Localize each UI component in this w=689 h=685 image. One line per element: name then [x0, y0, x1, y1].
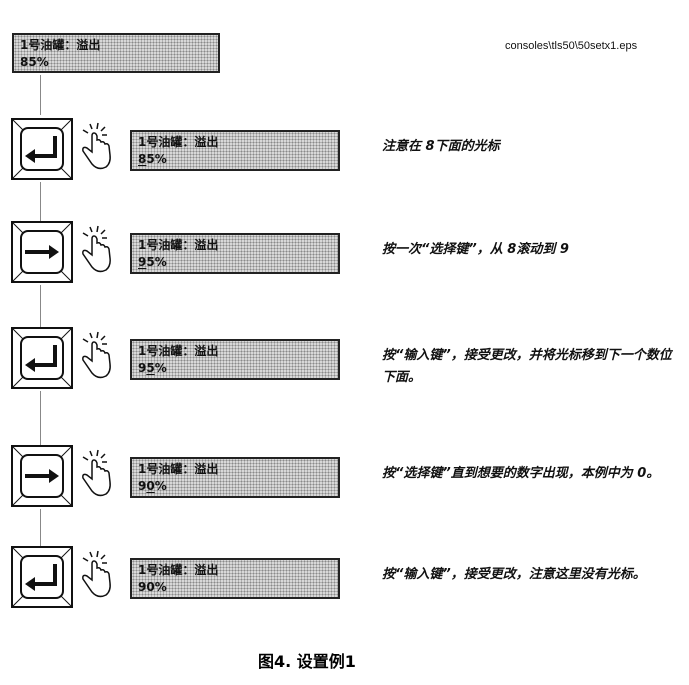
display-value: 90% — [138, 579, 332, 596]
value-suffix: 5% — [146, 152, 167, 166]
pressing-hand-icon — [78, 331, 114, 381]
step-description: 按一次“选择键”，从 8滚动到 9 — [382, 242, 569, 257]
enter-key-icon — [11, 118, 73, 180]
select-key-icon — [11, 221, 73, 283]
lcd-display: 1号油罐：溢出 95% — [130, 233, 340, 274]
connector-line — [40, 509, 41, 548]
value-prefix: 9 — [138, 361, 147, 375]
display-line1: 1号油罐：溢出 — [138, 462, 219, 476]
cursor-digit: 0 — [146, 479, 155, 493]
step-description: 按“选择键”直到想要的数字出现，本例中为 0。 — [382, 466, 660, 481]
lcd-display: 1号油罐：溢出 90% — [130, 558, 340, 599]
display-line1: 1号油罐：溢出 — [138, 344, 219, 358]
connector-line — [40, 75, 41, 115]
step-description: 按“输入键”，接受更改，并将光标移到下一个数位下面。 — [382, 348, 672, 385]
pressing-hand-icon — [78, 225, 114, 275]
step-description: 按“输入键”，接受更改，注意这里没有光标。 — [382, 567, 646, 582]
display-line1: 1号油罐：溢出 — [138, 563, 219, 577]
connector-line — [40, 285, 41, 329]
step-description: 注意在 8下面的光标 — [382, 139, 500, 154]
connector-line — [40, 391, 41, 447]
lcd-display: 1号油罐：溢出 85% — [130, 130, 340, 171]
cursor-digit: 5 — [146, 361, 155, 375]
initial-display: 1号油罐：溢出 85% — [12, 33, 220, 73]
display-value: 90% — [138, 478, 332, 495]
pressing-hand-icon — [78, 449, 114, 499]
display-value: 85% — [20, 55, 49, 69]
lcd-display: 1号油罐：溢出 90% — [130, 457, 340, 498]
value-prefix: 9 — [138, 479, 147, 493]
display-value: 95% — [138, 360, 332, 377]
display-value: 85% — [138, 151, 332, 168]
enter-key-icon — [11, 327, 73, 389]
value-suffix: % — [154, 479, 167, 493]
select-key-icon — [11, 445, 73, 507]
value-suffix: % — [154, 361, 167, 375]
file-path: consoles\tls50\50setx1.eps — [505, 40, 638, 52]
value-prefix: 90% — [138, 580, 167, 594]
lcd-display: 1号油罐：溢出 95% — [130, 339, 340, 380]
cursor-digit: 8 — [138, 152, 147, 166]
display-line1: 1号油罐：溢出 — [20, 38, 101, 52]
pressing-hand-icon — [78, 550, 114, 600]
connector-line — [40, 182, 41, 223]
pressing-hand-icon — [78, 122, 114, 172]
display-value: 95% — [138, 254, 332, 271]
display-line1: 1号油罐：溢出 — [138, 238, 219, 252]
display-line1: 1号油罐：溢出 — [138, 135, 219, 149]
cursor-digit: 9 — [138, 255, 147, 269]
enter-key-icon — [11, 546, 73, 608]
value-suffix: 5% — [146, 255, 167, 269]
figure-caption: 图4. 设置例1 — [258, 652, 356, 671]
